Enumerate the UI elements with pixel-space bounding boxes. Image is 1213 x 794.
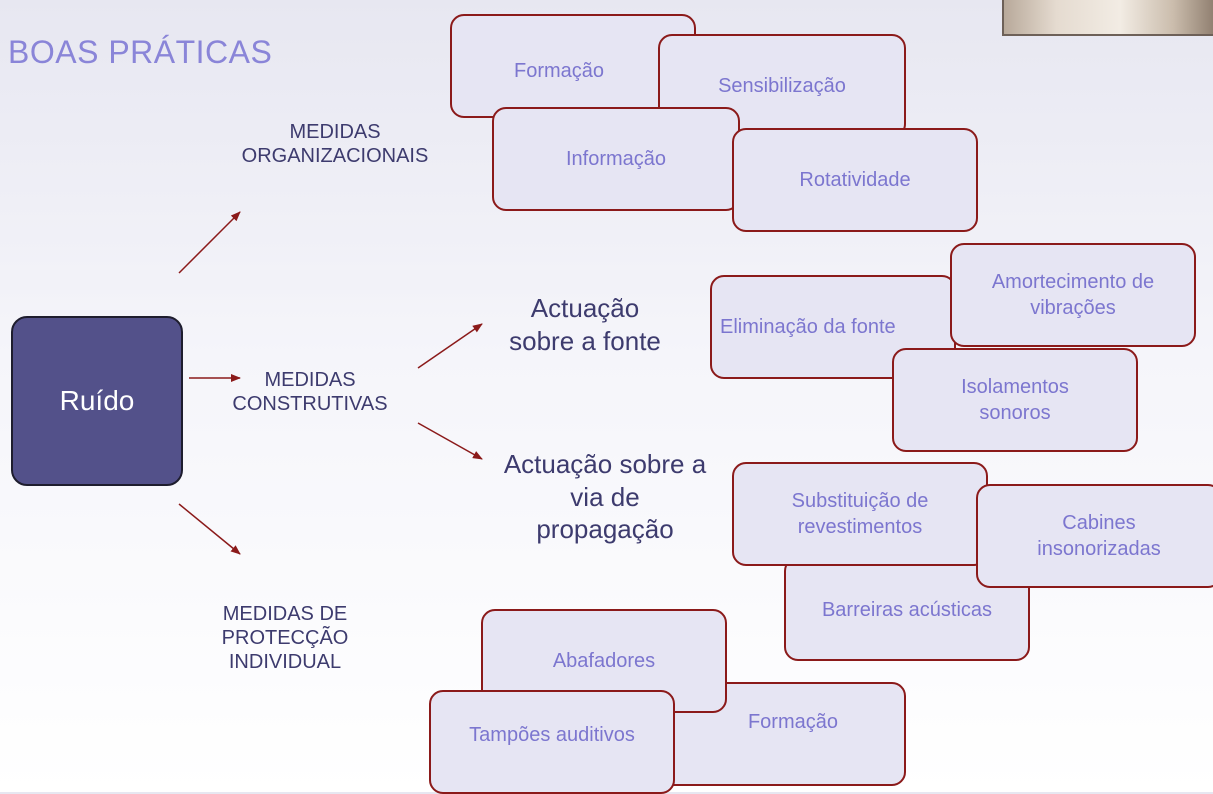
box-label: Amortecimento de vibrações [992,269,1154,321]
page-title: BOAS PRÁTICAS [8,34,273,70]
box-amortecimento: Amortecimento de vibrações [950,243,1196,347]
box-label-line: revestimentos [797,516,923,538]
category-construtivas: MEDIDAS CONSTRUTIVAS [205,368,415,416]
box-label-line: Substituição de [791,490,929,512]
box-label: Substituição de revestimentos [792,488,929,540]
category-line: MEDIDAS [289,121,381,143]
box-cabines: Cabines insonorizadas [976,484,1213,588]
box-label: Isolamentos sonoros [961,374,1069,426]
box-formacao-ind: Formação [660,682,906,786]
central-node-ruido: Ruído [11,316,183,486]
category-line: CONSTRUTIVAS [232,393,388,415]
box-label-line: insonorizadas [1037,538,1161,560]
category-line: MEDIDAS [264,369,356,391]
corner-photo [1002,0,1213,36]
category-organizacionais: MEDIDAS ORGANIZACIONAIS [200,120,470,168]
box-label: Rotatividade [799,169,911,191]
box-label: Cabines insonorizadas [1037,510,1160,562]
arrow-to-fonte [417,323,483,369]
box-label-line: Amortecimento de [991,271,1155,293]
box-substituicao: Substituição de revestimentos [732,462,988,566]
category-line: MEDIDAS DE [222,603,348,625]
category-line: PROTECÇÃO [221,627,349,649]
branch-line: sobre a fonte [509,325,661,356]
branch-propagacao: Actuação sobre a via de propagação [480,448,730,546]
box-label: Formação [514,60,605,82]
arrow-to-individual [178,503,241,555]
box-label: Barreiras acústicas [821,599,993,621]
box-rotatividade: Rotatividade [732,128,978,232]
box-label: Informação [565,148,667,170]
arrow-to-propagacao [417,422,483,460]
branch-line: Actuação [530,293,640,323]
box-label: Sensibilização [718,75,846,97]
central-node-label: Ruído [59,385,135,416]
box-label-line: Isolamentos [961,376,1069,398]
box-label: Tampões auditivos [469,724,635,746]
branch-line: Actuação sobre a [503,449,707,479]
box-label: Eliminação da fonte [720,316,896,338]
box-informacao: Informação [492,107,740,211]
box-barreiras: Barreiras acústicas [784,557,1030,661]
branch-fonte: Actuação sobre a fonte [490,292,680,357]
box-formacao-org: Formação [450,14,696,118]
box-isolamentos: Isolamentos sonoros [892,348,1138,452]
box-label-line: Cabines [1062,512,1136,534]
branch-line: via de [570,481,640,512]
branch-line: propagação [536,514,674,544]
box-tampoes: Tampões auditivos [429,690,675,794]
box-label: Abafadores [552,650,656,672]
category-line: ORGANIZACIONAIS [241,145,429,167]
box-label-line: sonoros [979,402,1051,424]
box-label: Formação [747,711,838,733]
arrow-to-organizacionais [178,211,241,274]
category-individual: MEDIDAS DE PROTECÇÃO INDIVIDUAL [190,602,380,674]
category-line: INDIVIDUAL [228,651,342,673]
box-label-line: vibrações [1030,297,1116,319]
